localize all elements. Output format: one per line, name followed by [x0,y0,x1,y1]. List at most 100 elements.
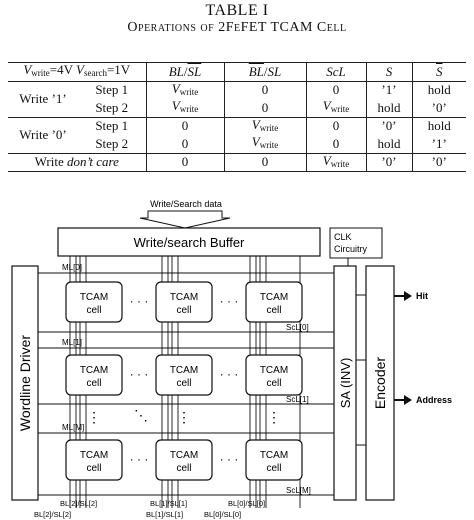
clk-label-2: Circuitry [334,244,367,254]
scl-cell: 0 [305,135,366,153]
sbar-cell: ’0’ [411,99,466,117]
svg-text:TCAM: TCAM [80,450,108,461]
ml-label: ML[M] [62,423,84,432]
svg-text:cell: cell [266,463,281,474]
svg-text:TCAM: TCAM [170,450,198,461]
sbar-cell: hold [411,116,466,135]
svg-text:BL[0]/SL[0]: BL[0]/SL[0] [228,499,265,508]
scl-label: ScL[M] [286,486,311,495]
scl-label: ScL[1] [286,395,309,404]
sbar-cell: ’1’ [411,135,466,153]
ellipsis-marks: · · · · · · · · · · · · · · · · · · ⋮ ⋮ … [87,294,281,466]
header-voltages: Vwrite=4V Vsearch=1V [8,62,146,82]
blbar-cell: 0 [223,99,306,117]
table-row: Write ’1’ Step 1 Vwrite 0 0 ’1’ hold [8,81,466,106]
svg-text:BL[0]/SL[0]: BL[0]/SL[0] [204,510,241,519]
table-row: Step 2 Vwrite 0 Vwrite hold ’0’ [8,98,466,117]
blbar-cell: Vwrite [223,116,306,135]
svg-text:cell: cell [86,305,101,316]
svg-text:BL[1]/SL[1]: BL[1]/SL[1] [146,510,183,519]
svg-text:· · ·: · · · [220,294,239,308]
svg-text:TCAM: TCAM [170,292,198,303]
blbar-cell: Vwrite [223,134,306,153]
matchlines [38,272,334,434]
svg-text:⋱: ⋱ [134,407,148,423]
scl-cell: 0 [305,116,366,135]
svg-text:BL[1]/SL[1]: BL[1]/SL[1] [150,499,187,508]
scl-cell: 0 [305,81,366,99]
svg-text:· · ·: · · · [130,367,149,381]
svg-text:⋮: ⋮ [177,409,191,425]
svg-text:TCAM: TCAM [80,292,108,303]
tcam-array-diagram: Write/Search data Write/search Buffer CL… [11,199,452,519]
header-s: S [365,62,412,82]
header-sbar: S [411,62,466,82]
s-cell: hold [365,99,412,117]
tcam-cell [245,354,303,396]
header-scl: ScL [305,62,366,82]
ml-label: ML[1] [62,338,82,347]
svg-text:cell: cell [266,378,281,389]
step-cell: Step 1 [95,82,129,97]
header-bl-sl: BL/SL [145,62,224,82]
blsl-cell: Vwrite [145,81,224,99]
tcam-cell [245,439,303,481]
s-cell: ’0’ [365,116,412,135]
scl-cell: Vwrite [305,98,366,117]
svg-text:cell: cell [176,305,191,316]
scl-cell: Vwrite [305,152,366,172]
table-row: Write don’t care 0 0 Vwrite ’0’ ’0’ [8,152,466,172]
table-subtitle: Operations of 2FeFET TCAM Cell [127,20,347,35]
tcam-cell [245,281,303,323]
hit-arrow [394,291,412,301]
svg-text:cell: cell [86,463,101,474]
tcam-cell [65,439,123,481]
blbar-cell: 0 [223,152,306,172]
clk-circuitry [329,227,383,259]
svg-text:TCAM: TCAM [260,365,288,376]
tcam-cell [155,439,213,481]
write-search-buffer [57,227,321,257]
svg-text:cell: cell [266,305,281,316]
blsl-cell: 0 [145,152,224,172]
svg-text:· · ·: · · · [220,367,239,381]
blbar-cell: 0 [223,81,306,99]
svg-text:BL[2]/SL[2]: BL[2]/SL[2] [60,499,97,508]
table-row: Write ’0’ Step 1 0 Vwrite 0 ’0’ hold [8,116,466,153]
s-cell: hold [365,135,412,153]
sense-amp-block [333,265,357,501]
header-blbar-sl: BL/SL [223,62,306,82]
blsl-cell: Vwrite [145,98,224,117]
ml-label: ML[0] [62,263,82,272]
svg-text:cell: cell [86,378,101,389]
op-cell: Write ’0’ [8,116,78,153]
s-cell: ’1’ [365,81,412,99]
tcam-cell [65,354,123,396]
op-cell: Write don’t care [8,152,146,172]
table-caption: TABLE I Operations of 2FeFET TCAM Cell [0,2,474,36]
step-cell: Step 2 [95,135,129,151]
sa-label: SA (INV) [338,358,353,409]
svg-text:cell: cell [176,378,191,389]
scl-label: ScL[0] [286,323,309,332]
svg-text:TCAM: TCAM [260,450,288,461]
tcam-cell-labels: TCAM cell TCAM cell TCAM cell TCAM cell TCAM… [80,292,288,474]
buffer-label: Write/search Buffer [134,235,245,250]
svg-text:· · ·: · · · [130,294,149,308]
tcam-cell [155,354,213,396]
table-row: Step 2 0 Vwrite 0 hold ’1’ [8,134,466,153]
svg-text:· · ·: · · · [130,452,149,466]
wordline-label: Wordline Driver [17,335,33,432]
bitline-labels: BL[2]/SL[2] BL[1]/SL[1] BL[0]/SL[0] BL[2… [34,499,265,519]
sbar-cell: hold [411,81,466,99]
svg-text:· · ·: · · · [220,452,239,466]
scl-lines [38,331,334,496]
blsl-cell: 0 [145,135,224,153]
input-arrow [139,210,231,229]
operations-table: Vwrite=4V Vsearch=1V BL/SL BL/SL ScL S S… [8,62,466,172]
clk-label-1: CLK [334,232,352,242]
table-header-row: Vwrite=4V Vsearch=1V BL/SL BL/SL ScL S S [8,62,466,82]
svg-text:⋮: ⋮ [267,409,281,425]
input-data-label: Write/Search data [150,199,222,209]
svg-text:TCAM: TCAM [170,365,198,376]
